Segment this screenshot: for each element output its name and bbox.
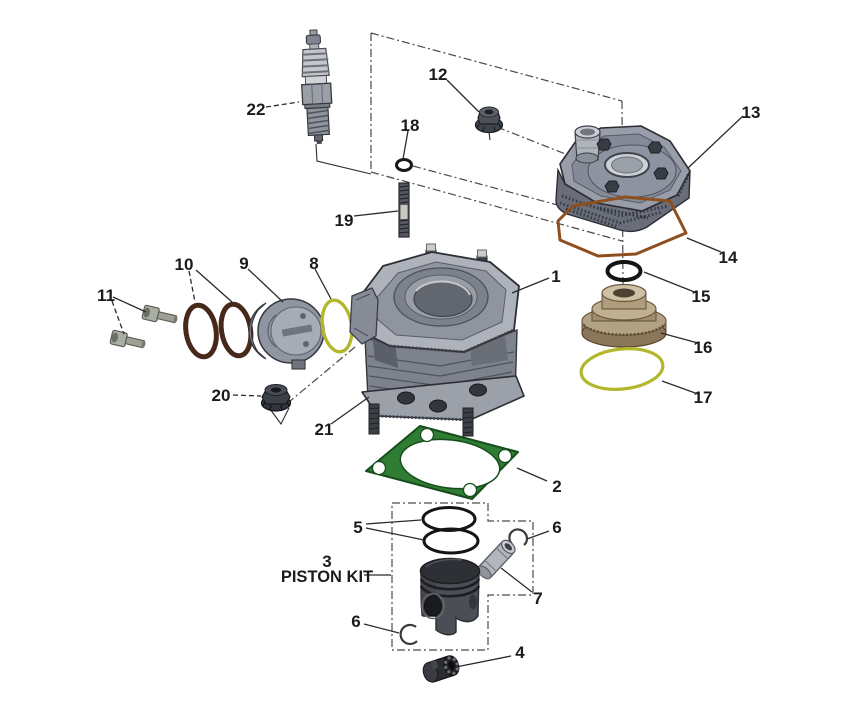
callout-13: 13 [742, 103, 761, 122]
base-flange-nut [260, 384, 292, 412]
head-inner-oring [605, 260, 643, 282]
callout-19: 19 [335, 211, 354, 230]
head-flange-nut [474, 106, 504, 134]
callout-5: 5 [353, 518, 362, 537]
callout-1: 1 [551, 267, 560, 286]
piston-pin-circlip-top [508, 528, 529, 546]
callout-14: 14 [719, 248, 738, 267]
small-end-bearing [422, 655, 460, 683]
callout-3: 3 [322, 552, 331, 571]
power-valve-orings [183, 301, 254, 360]
spark-plug [301, 29, 333, 145]
callout-4: 4 [515, 643, 525, 662]
callout-20: 20 [212, 386, 231, 405]
callout-17: 17 [694, 388, 713, 407]
callout-12: 12 [429, 65, 448, 84]
callout-21: 21 [315, 420, 334, 439]
callout-15: 15 [692, 287, 711, 306]
callout-2: 2 [552, 477, 561, 496]
power-valve-cover [248, 298, 325, 370]
head-nut [596, 138, 669, 193]
cylinder-head [555, 125, 691, 233]
leader-lines [111, 79, 744, 668]
piston-kit-boundary [391, 502, 534, 651]
callout-9: 9 [239, 254, 248, 273]
callout-16: 16 [694, 338, 713, 357]
head-outer-oring [556, 195, 688, 258]
callout-labels: 1 2 3 PISTON KIT 4 5 6 6 7 8 9 10 11 12 … [97, 65, 760, 662]
callout-6a: 6 [552, 518, 561, 537]
cylinder [349, 243, 525, 437]
power-valve-screws [109, 304, 178, 349]
cylinder-stud [398, 182, 410, 238]
callout-6b: 6 [351, 612, 360, 631]
callout-11: 11 [97, 286, 115, 305]
callout-7: 7 [533, 589, 542, 608]
piston-pin-circlip-bottom [399, 623, 418, 646]
callout-piston-kit: PISTON KIT [281, 568, 373, 586]
stud-oring [395, 158, 413, 172]
piston [419, 557, 481, 636]
piston-rings [421, 506, 480, 555]
callout-22: 22 [247, 100, 266, 119]
base-gasket [365, 425, 519, 500]
callout-8: 8 [309, 254, 318, 273]
callout-10: 10 [175, 255, 194, 274]
insert-oring [579, 347, 665, 391]
callout-18: 18 [401, 116, 420, 135]
piston-pin [477, 539, 516, 580]
head-insert [581, 283, 667, 348]
